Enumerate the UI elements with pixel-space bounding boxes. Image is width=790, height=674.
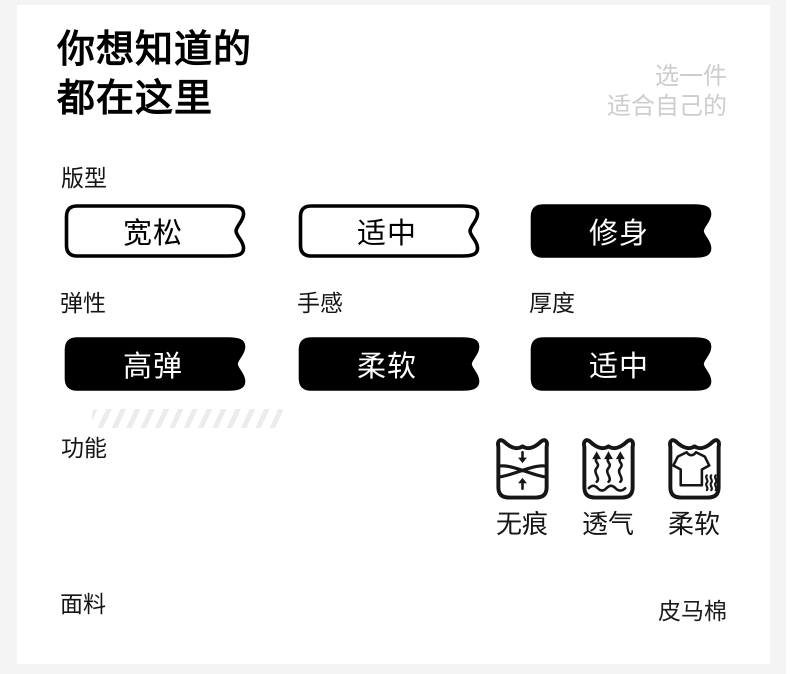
feature-tile-seamless	[490, 433, 555, 502]
page-tagline-line1: 选一件	[655, 63, 727, 90]
page-title-line2: 都在这里	[57, 78, 214, 120]
ticket-chip-shape	[64, 337, 246, 391]
content-card	[17, 5, 770, 664]
elasticity-value-chip: 高弹	[62, 336, 262, 392]
handfeel-value-chip: 柔软	[296, 336, 496, 392]
page-tagline-line2: 适合自己的	[607, 93, 727, 120]
feature-tile-breathable	[576, 433, 641, 502]
fabric-section-label: 面料	[60, 591, 106, 617]
thickness-value-chip: 适中	[528, 336, 728, 392]
page-tagline: 选一件 适合自己的	[607, 62, 727, 122]
feature-caption-soft: 柔软	[667, 509, 720, 539]
feature-tile-soft	[662, 433, 727, 502]
features-section-label: 功能	[61, 435, 107, 461]
soft-icon	[668, 438, 721, 500]
feature-caption-seamless: 无痕	[495, 509, 548, 539]
fit-option-label: 修身	[588, 218, 649, 250]
ticket-chip-shape	[298, 204, 480, 258]
ticket-chip-shape	[298, 337, 480, 391]
ticket-chip-shape	[64, 204, 246, 258]
hatch-decoration	[92, 409, 284, 428]
seamless-icon	[496, 438, 549, 500]
fit-option-loose[interactable]: 宽松	[62, 203, 262, 259]
handfeel-section-label: 手感	[297, 290, 343, 316]
elasticity-value: 高弹	[122, 351, 183, 383]
fit-option-label: 宽松	[122, 218, 183, 250]
ticket-chip-shape	[530, 337, 712, 391]
fit-option-regular[interactable]: 适中	[296, 203, 496, 259]
elasticity-section-label: 弹性	[60, 290, 106, 316]
ticket-chip-shape	[530, 204, 712, 258]
handfeel-value: 柔软	[356, 351, 417, 383]
thickness-value: 适中	[588, 351, 649, 383]
fit-option-slim-selected[interactable]: 修身	[528, 203, 728, 259]
fit-option-label: 适中	[356, 218, 417, 250]
fabric-value: 皮马棉	[658, 598, 727, 624]
page-title: 你想知道的 都在这里	[57, 26, 252, 124]
thickness-section-label: 厚度	[529, 290, 575, 316]
fit-section-label: 版型	[61, 165, 107, 191]
feature-caption-breathable: 透气	[581, 509, 634, 539]
page-edge-sliver	[786, 0, 790, 674]
breathable-icon	[582, 438, 635, 500]
page-title-line1: 你想知道的	[57, 29, 253, 71]
